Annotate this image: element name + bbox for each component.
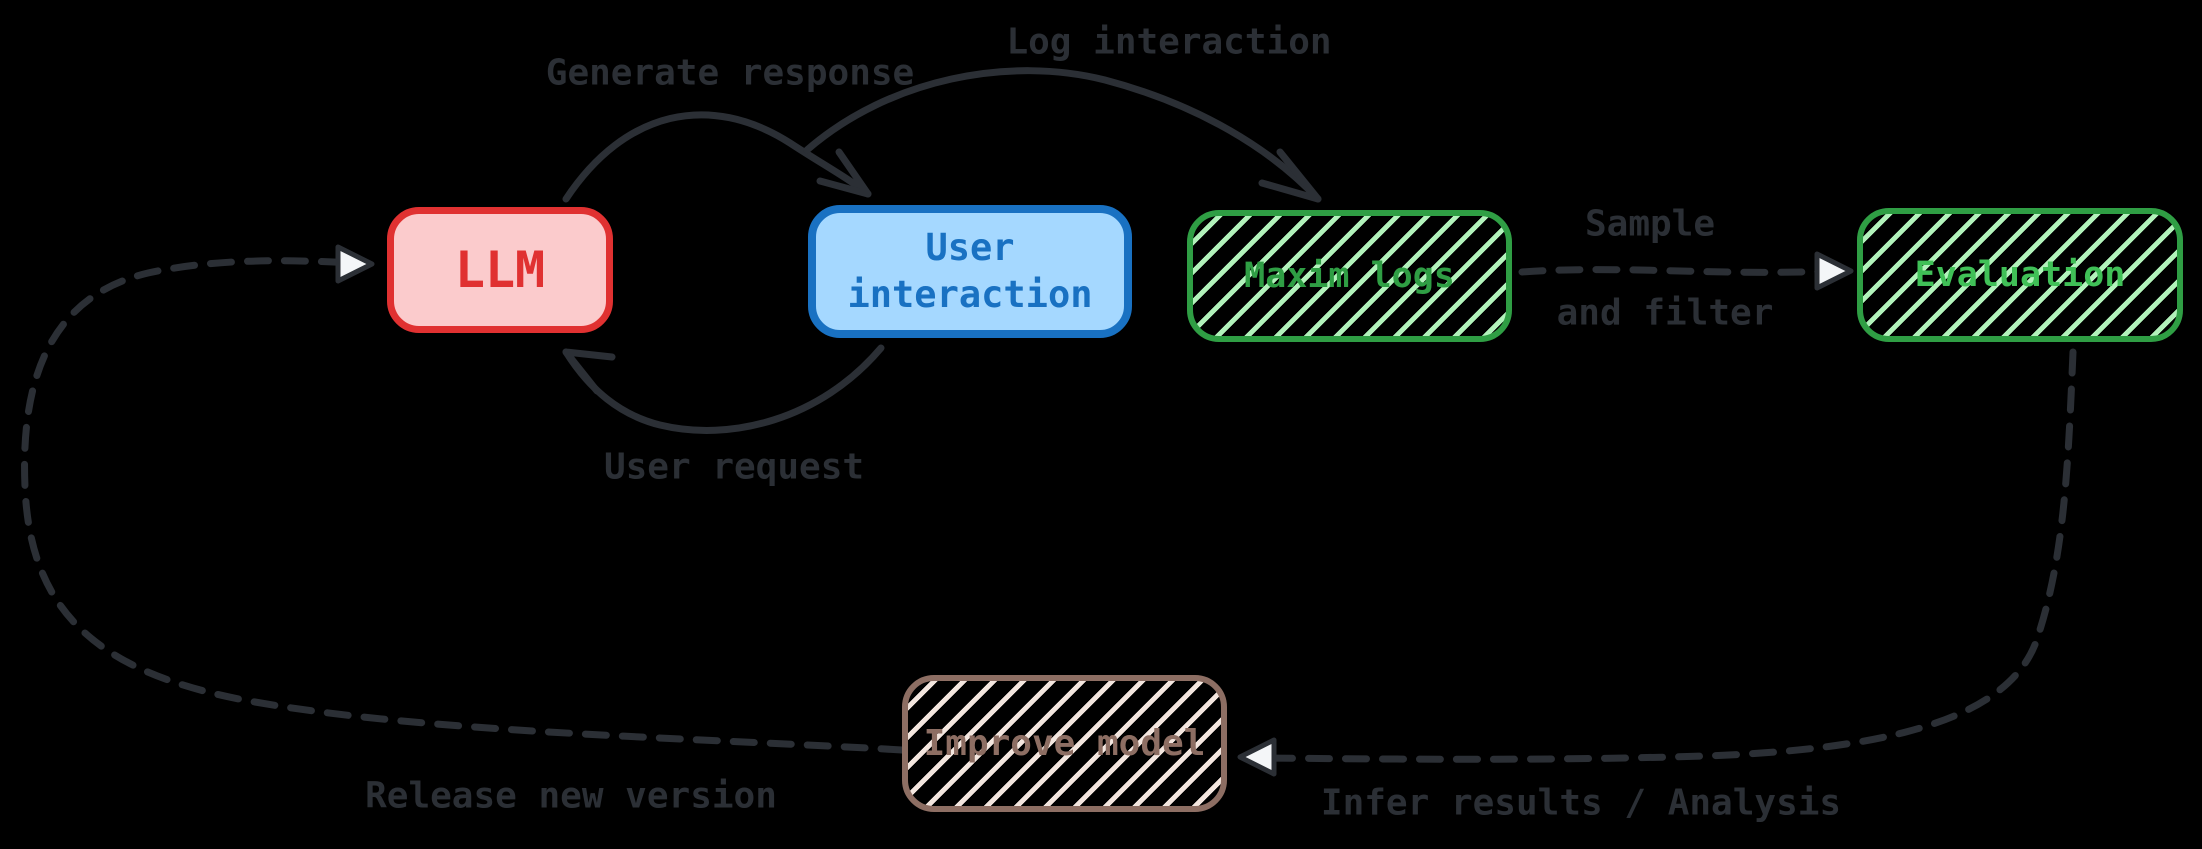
edge-log-interaction [803, 67, 1322, 203]
node-evaluation: Evaluation [1857, 208, 2183, 342]
node-improve-model: Improve model [902, 675, 1227, 812]
arrowhead-into-llm [335, 244, 375, 284]
arrowhead-into-improve-model [1237, 737, 1277, 777]
edge-label-sample: Sample [1584, 203, 1716, 245]
node-improve-model-label: Improve model [923, 723, 1206, 764]
edge-label-release-new-version: Release new version [365, 775, 777, 817]
node-llm-label: LLM [454, 241, 546, 299]
node-user-interaction-label: User interaction [847, 226, 1093, 316]
edge-label-and-filter: and filter [1556, 292, 1774, 334]
node-maxim-logs-label: Maxim logs [1244, 256, 1455, 296]
node-evaluation-label: Evaluation [1914, 255, 2126, 295]
arrowhead-into-evaluation [1814, 251, 1854, 291]
edge-infer-results [1237, 348, 2077, 777]
edge-release-new-version [21, 244, 906, 754]
node-maxim-logs: Maxim logs [1187, 210, 1512, 342]
node-user-interaction: User interaction [808, 205, 1132, 338]
edge-generate-response [562, 111, 872, 203]
edge-label-log-interaction: Log interaction [1006, 21, 1332, 63]
edge-label-user-request: User request [603, 446, 865, 488]
edge-label-generate-response: Generate response [545, 52, 915, 94]
node-llm: LLM [387, 207, 613, 333]
edge-label-infer-results: Infer results / Analysis [1320, 782, 1842, 824]
edge-sample-and-filter [1518, 251, 1854, 291]
edge-user-request [562, 344, 885, 434]
